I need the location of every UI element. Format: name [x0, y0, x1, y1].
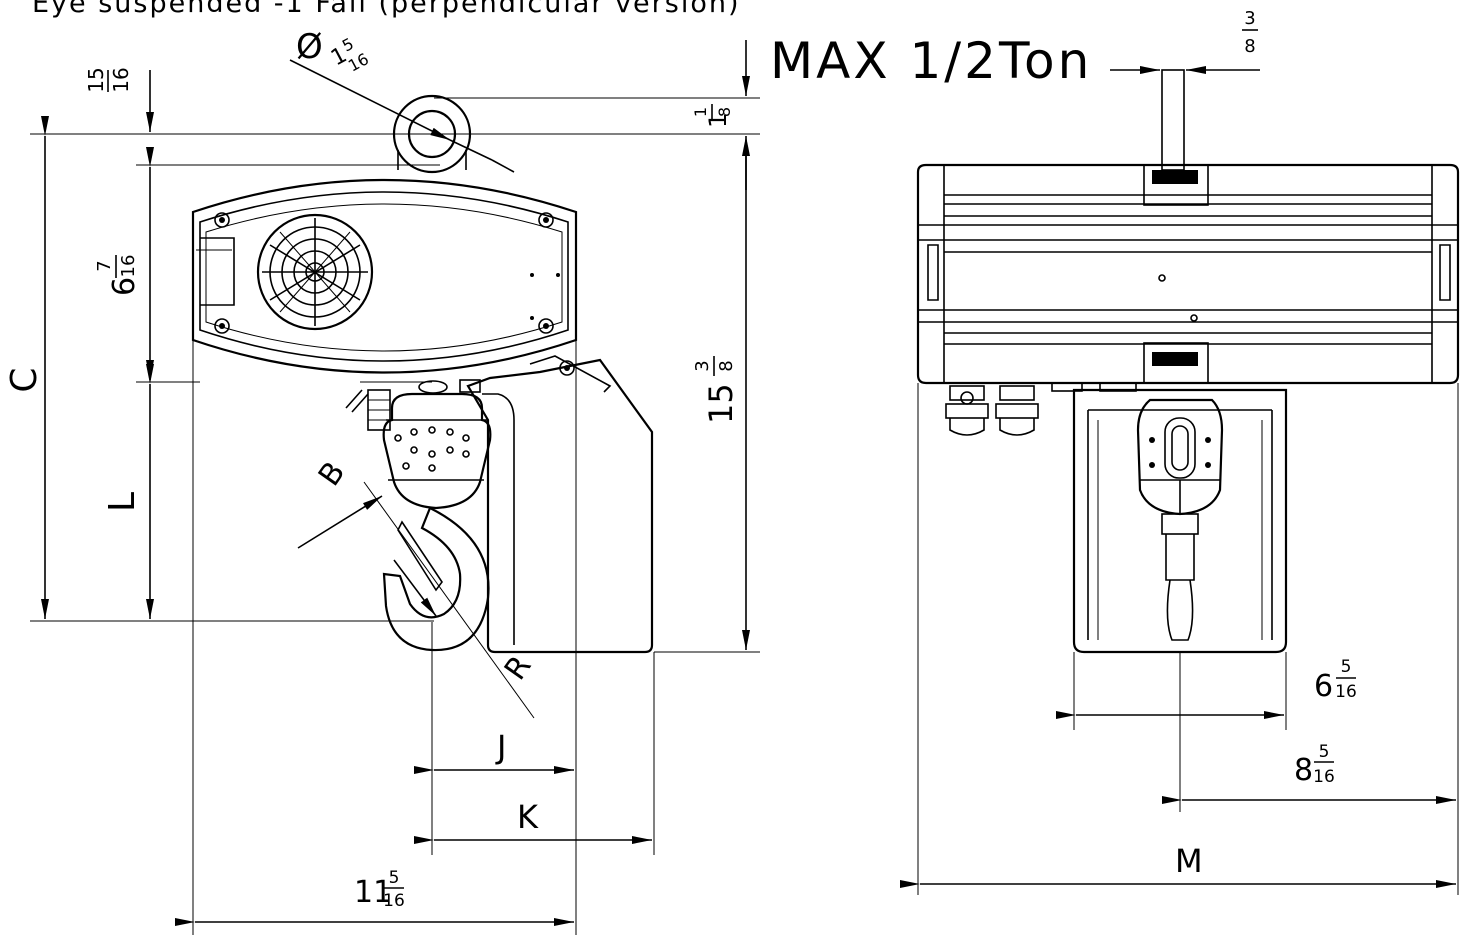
dim-label-m: M [1175, 842, 1203, 880]
dim-label-c: C [4, 367, 45, 392]
dim-half-width-whole: 8 [1294, 753, 1313, 788]
dim-overall-height-den: 8 [716, 360, 737, 371]
hook-block-front [1136, 398, 1224, 641]
front-housing [916, 163, 1460, 385]
dim-label-k: K [517, 798, 539, 836]
hook-block [382, 392, 492, 510]
dim-eye-dia-symbol: Ø [296, 27, 323, 67]
dim-chain-num: 3 [1244, 8, 1255, 29]
dim-overall-height-whole: 15 [702, 383, 740, 424]
dim-width-side-num: 5 [389, 868, 400, 888]
dim-box-width-whole: 6 [1314, 669, 1333, 704]
dim-body-height-whole: 6 [107, 277, 142, 296]
dim-top-offset-den: 16 [109, 67, 133, 92]
dim-width-side-whole: 11 [354, 875, 392, 910]
load-chain [1161, 69, 1185, 171]
dim-eye-thick-num: 1 [691, 107, 710, 117]
control-box-side [466, 355, 654, 654]
cooling-fan [256, 213, 374, 331]
front-view [916, 69, 1460, 654]
load-hook [382, 506, 490, 652]
dim-body-height-num: 7 [94, 260, 115, 271]
dim-chain-den: 8 [1244, 36, 1255, 57]
dim-box-width-den: 16 [1335, 682, 1357, 702]
motor-housing [191, 178, 578, 374]
dim-top-offset-num: 15 [84, 67, 108, 92]
dim-overall-height-num: 3 [692, 360, 713, 371]
dim-label-j: J [495, 728, 506, 766]
dim-width-side-den: 16 [383, 891, 405, 911]
dim-label-b: B [312, 456, 352, 493]
cable-glands-side [345, 379, 481, 431]
dim-half-width-num: 5 [1319, 742, 1330, 762]
side-view [191, 94, 654, 654]
dim-label-l: L [102, 492, 143, 512]
dim-label-r: R [498, 649, 539, 686]
side-view-dimensions: C 15 16 6 7 16 L Ø 1 5 16 1 1 8 15 3 8 [4, 27, 760, 935]
front-view-dimensions: 3 8 6 5 16 8 5 16 M [900, 8, 1459, 895]
dim-body-height-den: 16 [118, 255, 139, 278]
dim-eye-thick-whole: 1 [704, 113, 732, 128]
dim-eye-thick-den: 8 [715, 107, 734, 117]
capacity-label: MAX 1/2Ton [770, 32, 1092, 90]
control-box-front [1072, 388, 1288, 654]
dim-box-width-num: 5 [1341, 657, 1352, 677]
cable-glands-front [945, 382, 1137, 436]
dim-half-width-den: 16 [1313, 767, 1335, 787]
drawing-caption: Eye suspended -1 Fall (perpendicular ver… [32, 0, 741, 19]
